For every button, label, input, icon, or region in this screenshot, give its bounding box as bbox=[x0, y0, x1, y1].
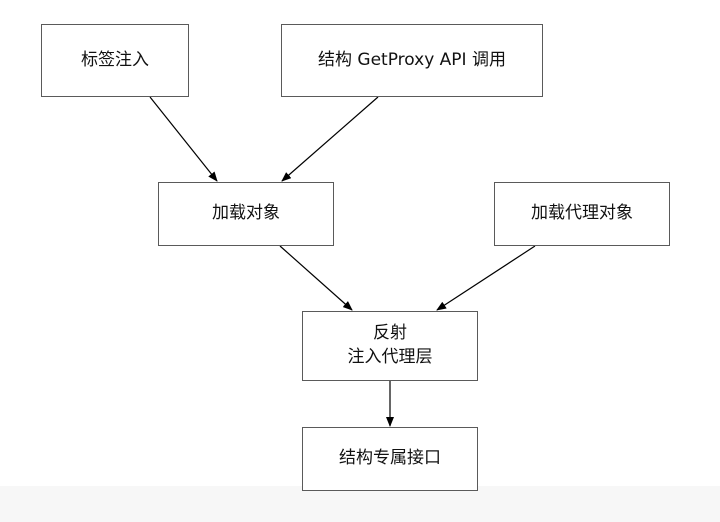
node-getproxy-api-call-text: 结构 GetProxy API 调用 bbox=[318, 49, 506, 70]
node-load-proxy-object-text: 加载代理对象 bbox=[531, 203, 633, 224]
edge-getproxy-call-to-load-object bbox=[281, 96, 379, 182]
node-load-proxy-object: 加载代理对象 bbox=[494, 182, 670, 246]
bottom-band bbox=[0, 486, 720, 522]
edge-label-injection-to-load-object bbox=[149, 96, 218, 182]
node-struct-exclusive-interface: 结构专属接口 bbox=[302, 427, 478, 491]
node-reflection-inject-proxy-layer: 反射 注入代理层 bbox=[302, 311, 478, 381]
edge-load-object-to-reflection bbox=[279, 245, 353, 311]
node-label-injection: 标签注入 bbox=[41, 24, 189, 97]
node-load-object-text: 加载对象 bbox=[212, 203, 280, 224]
node-label-injection-text: 标签注入 bbox=[81, 49, 149, 70]
node-reflection-line-2: 注入代理层 bbox=[347, 347, 433, 367]
node-reflection-line-1: 反射 bbox=[373, 323, 407, 344]
node-load-object: 加载对象 bbox=[158, 182, 334, 246]
node-getproxy-api-call: 结构 GetProxy API 调用 bbox=[281, 24, 543, 97]
edge-load-proxy-object-to-reflection bbox=[436, 245, 536, 311]
node-struct-exclusive-interface-text: 结构专属接口 bbox=[339, 448, 441, 469]
